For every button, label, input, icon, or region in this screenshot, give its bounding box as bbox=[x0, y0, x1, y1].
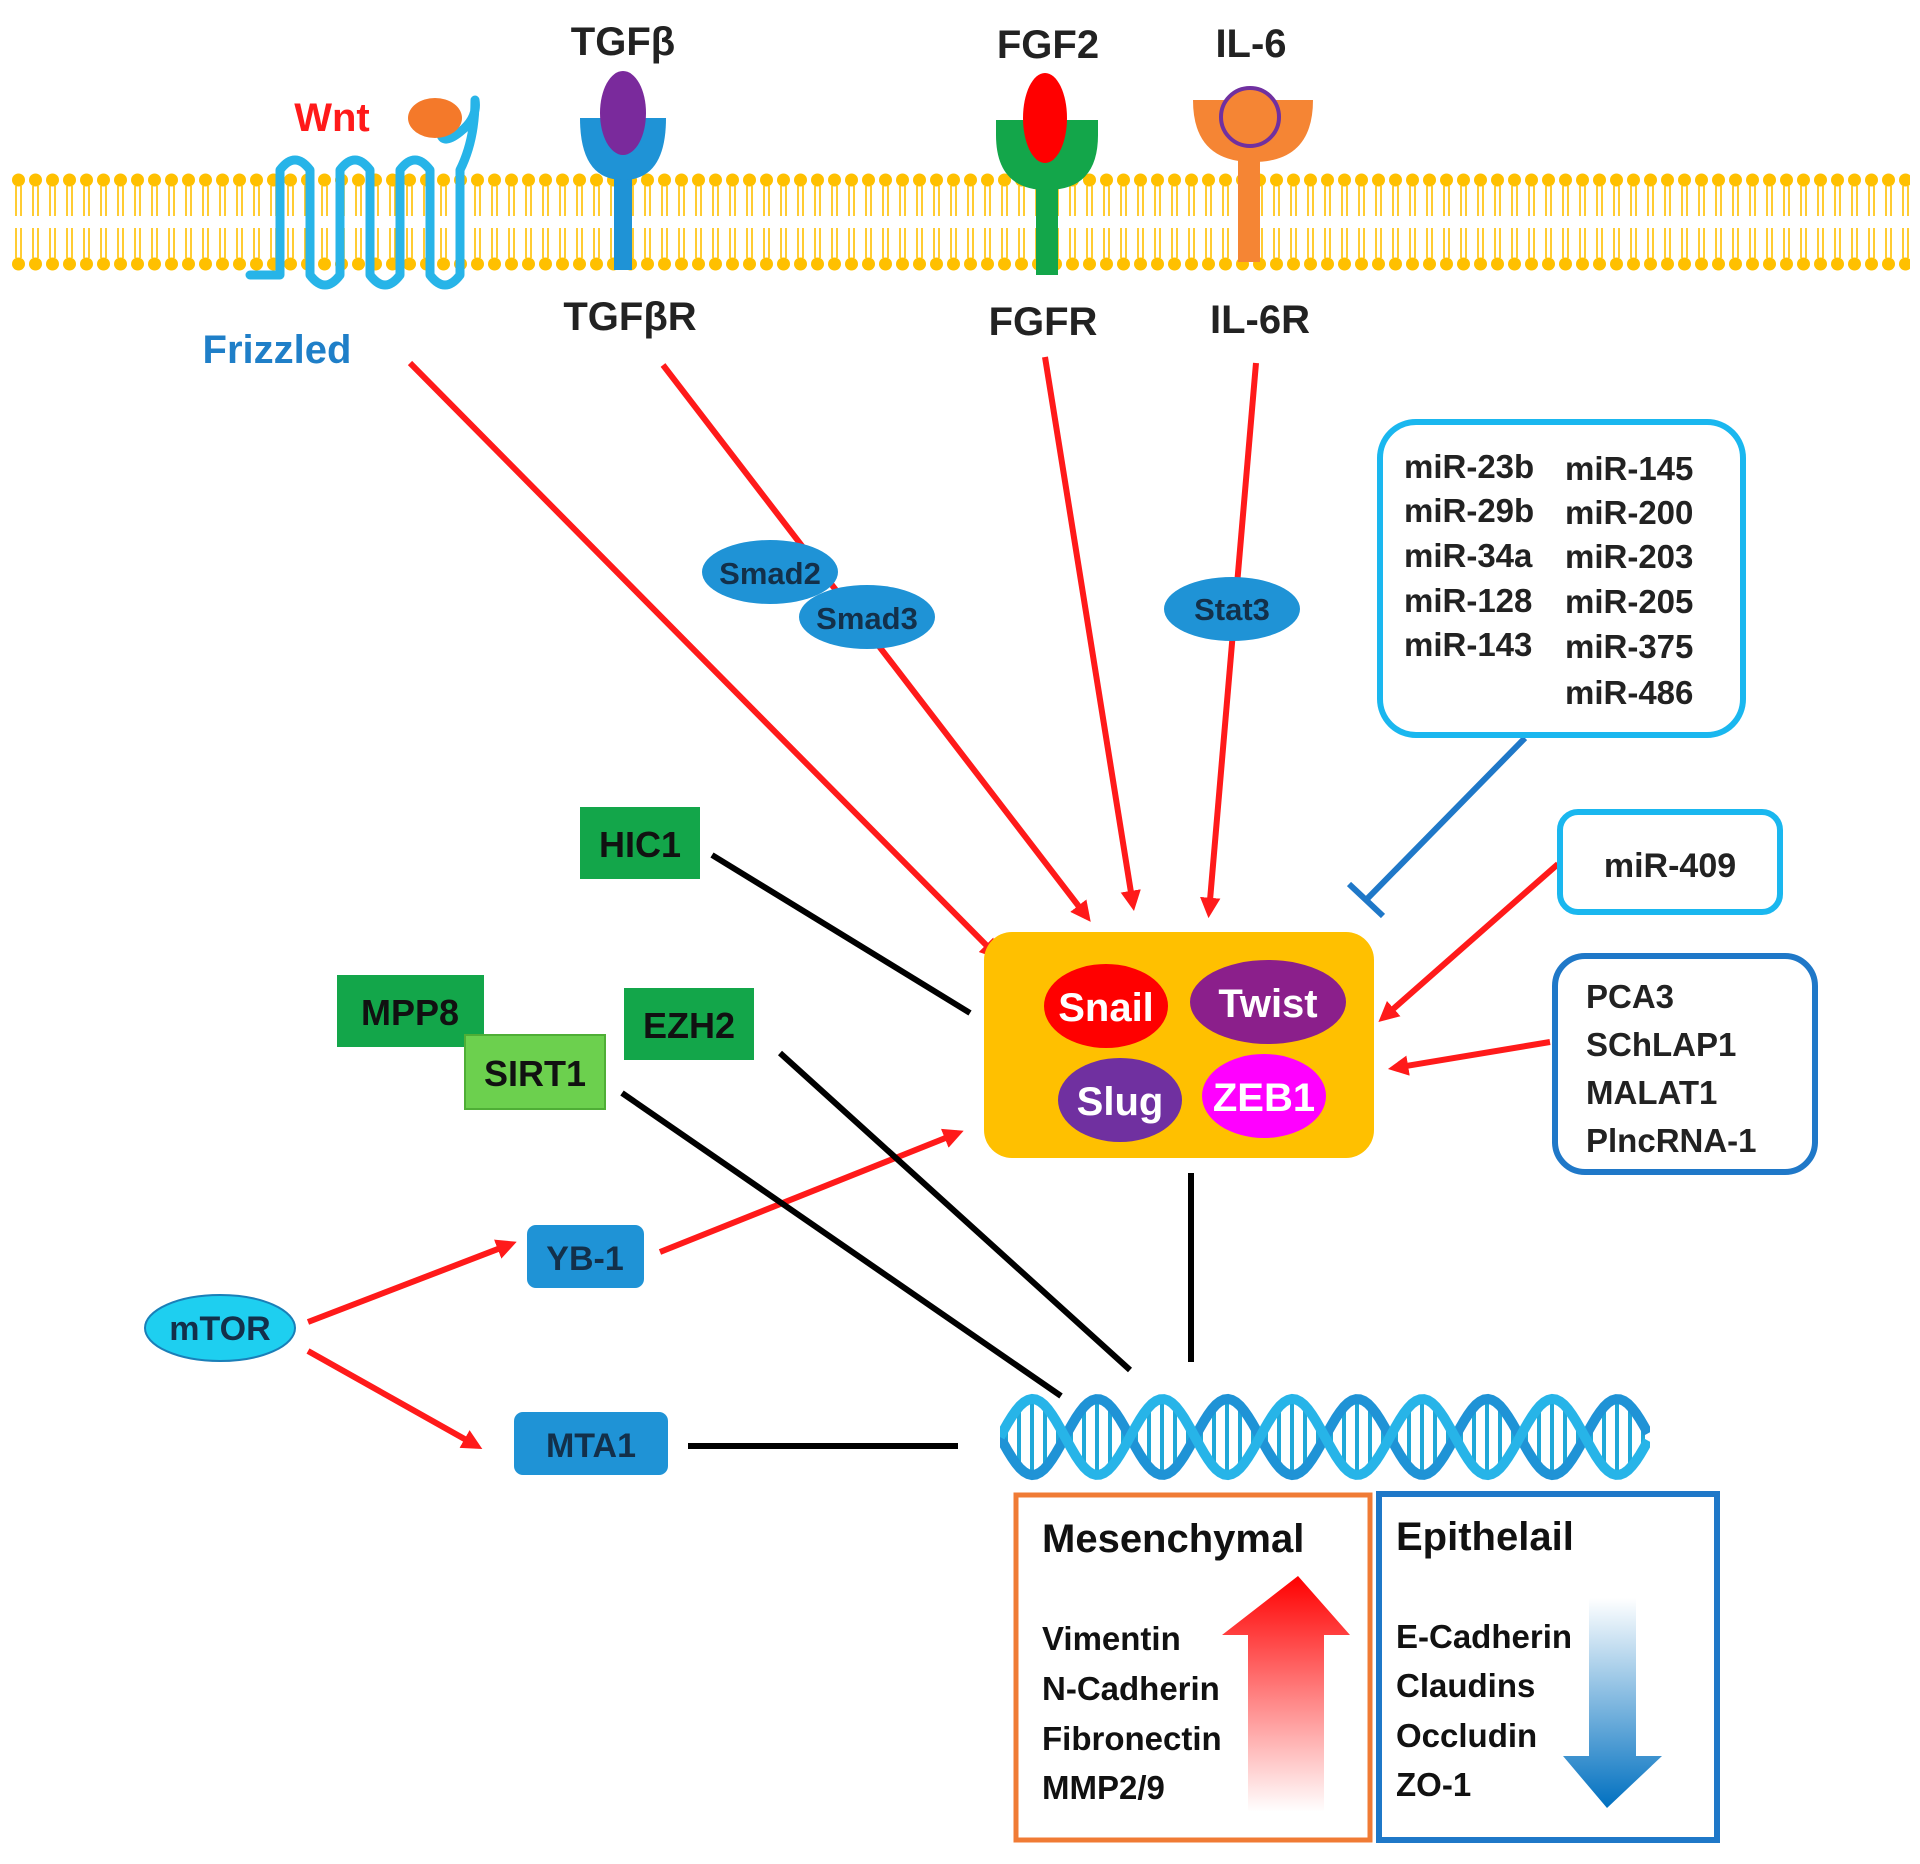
mirna-item: miR-29b bbox=[1404, 492, 1534, 529]
mesenchymal-item: N-Cadherin bbox=[1042, 1670, 1220, 1707]
arrow-mir409-to-tfs bbox=[1378, 861, 1560, 1023]
mta1-label: MTA1 bbox=[546, 1427, 636, 1465]
slug-node bbox=[1058, 1058, 1182, 1142]
fgfr-label: FGFR bbox=[989, 300, 1098, 344]
mtor-label: mTOR bbox=[169, 1310, 270, 1348]
smad3-node bbox=[799, 585, 935, 649]
lncrna-item: MALAT1 bbox=[1586, 1074, 1717, 1111]
repression-lines bbox=[620, 852, 1194, 1449]
lncrna-item: PlncRNA-1 bbox=[1586, 1122, 1757, 1159]
down-arrow-icon bbox=[1563, 1598, 1662, 1808]
lncrna-item: PCA3 bbox=[1586, 978, 1674, 1015]
emt-tf-box bbox=[984, 932, 1374, 1158]
lncrna-box bbox=[1552, 953, 1818, 1175]
ezh2-node bbox=[624, 988, 754, 1060]
mirna-group-box bbox=[1377, 419, 1746, 738]
mir409-box bbox=[1557, 809, 1783, 915]
mirna-item: miR-143 bbox=[1404, 626, 1532, 663]
mirna-item: miR-34a bbox=[1404, 537, 1533, 574]
mesenchymal-title: Mesenchymal bbox=[1042, 1517, 1304, 1561]
arrow-lncrna-to-tfs bbox=[1387, 1039, 1551, 1076]
up-arrow-icon bbox=[1222, 1576, 1350, 1812]
zeb1-node bbox=[1202, 1054, 1326, 1138]
twist-label: Twist bbox=[1218, 982, 1317, 1026]
zeb1-label: ZEB1 bbox=[1213, 1076, 1315, 1120]
dna-strand bbox=[1000, 1393, 1650, 1481]
frizzled-receptor bbox=[245, 95, 480, 290]
mta1-node bbox=[514, 1412, 668, 1475]
mesenchymal-item: MMP2/9 bbox=[1042, 1769, 1165, 1806]
arrow-mtor-to-mta1 bbox=[306, 1348, 483, 1449]
fgf2-label: FGF2 bbox=[997, 23, 1099, 67]
wnt-label: Wnt bbox=[294, 96, 370, 140]
arrow-yb1-to-tfs bbox=[658, 1128, 964, 1255]
ezh2-label: EZH2 bbox=[643, 1005, 735, 1046]
snail-node bbox=[1044, 964, 1168, 1048]
stat3-label: Stat3 bbox=[1194, 592, 1270, 627]
mirna-inhibition bbox=[1346, 735, 1528, 919]
epithelial-item: E-Cadherin bbox=[1396, 1618, 1572, 1655]
mirna-item: miR-200 bbox=[1565, 494, 1693, 531]
epithelial-box bbox=[1376, 1491, 1720, 1843]
mesenchymal-item: Vimentin bbox=[1042, 1620, 1181, 1657]
mesenchymal-list: Vimentin N-Cadherin Fibronectin MMP2/9 bbox=[1042, 1620, 1222, 1806]
twist-node bbox=[1190, 960, 1346, 1044]
mirna-list: miR-23b miR-29b miR-34a miR-128 miR-143 … bbox=[1404, 448, 1693, 711]
epithelial-list: E-Cadherin Claudins Occludin ZO-1 bbox=[1396, 1618, 1572, 1803]
mirna-item: miR-486 bbox=[1565, 674, 1693, 711]
line-sirt1 bbox=[620, 1090, 1063, 1399]
mesenchymal-item: Fibronectin bbox=[1042, 1720, 1222, 1757]
cell-membrane bbox=[10, 170, 1910, 274]
mirna-item: miR-205 bbox=[1565, 583, 1693, 620]
hic1-node bbox=[580, 807, 700, 879]
mirna-item: miR-375 bbox=[1565, 628, 1693, 665]
line-hic1 bbox=[710, 852, 972, 1016]
arrow-fgfr-to-tfs bbox=[1042, 356, 1141, 912]
yb1-node bbox=[527, 1225, 644, 1288]
smad3-label: Smad3 bbox=[816, 601, 918, 636]
yb1-label: YB-1 bbox=[546, 1240, 623, 1278]
epithelial-item: Claudins bbox=[1396, 1667, 1535, 1704]
epithelial-title: Epithelail bbox=[1396, 1515, 1574, 1559]
arrow-frizzled-to-tfs bbox=[407, 360, 1001, 960]
il6r-label: IL-6R bbox=[1210, 298, 1310, 342]
mpp8-label: MPP8 bbox=[361, 992, 459, 1033]
tgfb-ligand bbox=[600, 71, 646, 155]
mirna-item: miR-23b bbox=[1404, 448, 1534, 485]
mirna-item: miR-145 bbox=[1565, 450, 1693, 487]
hic1-label: HIC1 bbox=[599, 824, 681, 865]
mtor-node bbox=[144, 1294, 296, 1362]
smad2-label: Smad2 bbox=[719, 556, 821, 591]
smad2-node bbox=[702, 540, 838, 604]
sirt1-node bbox=[464, 1034, 606, 1110]
tgfb-label: TGFβ bbox=[571, 20, 675, 64]
epithelial-item: ZO-1 bbox=[1396, 1766, 1471, 1803]
wnt-ligand bbox=[408, 98, 462, 138]
epithelial-item: Occludin bbox=[1396, 1717, 1537, 1754]
il6-ligand bbox=[1219, 86, 1281, 148]
mirna-item: miR-128 bbox=[1404, 582, 1532, 619]
line-ezh2 bbox=[777, 1050, 1133, 1373]
il6-label: IL-6 bbox=[1215, 22, 1286, 66]
fgf2-ligand bbox=[1023, 73, 1067, 163]
lncrna-item: SChLAP1 bbox=[1586, 1026, 1736, 1063]
slug-label: Slug bbox=[1077, 1080, 1164, 1124]
stat3-node bbox=[1164, 577, 1300, 641]
mpp8-node bbox=[337, 975, 484, 1047]
frizzled-label: Frizzled bbox=[203, 328, 352, 372]
snail-label: Snail bbox=[1058, 986, 1154, 1030]
sirt1-label: SIRT1 bbox=[484, 1053, 586, 1094]
arrow-mtor-to-yb1 bbox=[306, 1239, 517, 1325]
dna-helix bbox=[1000, 1393, 1650, 1481]
lncrna-list: PCA3 SChLAP1 MALAT1 PlncRNA-1 bbox=[1586, 978, 1757, 1159]
tgfbr-label: TGFβR bbox=[563, 295, 696, 339]
mir409-label: miR-409 bbox=[1604, 847, 1736, 885]
mirna-item: miR-203 bbox=[1565, 538, 1693, 575]
